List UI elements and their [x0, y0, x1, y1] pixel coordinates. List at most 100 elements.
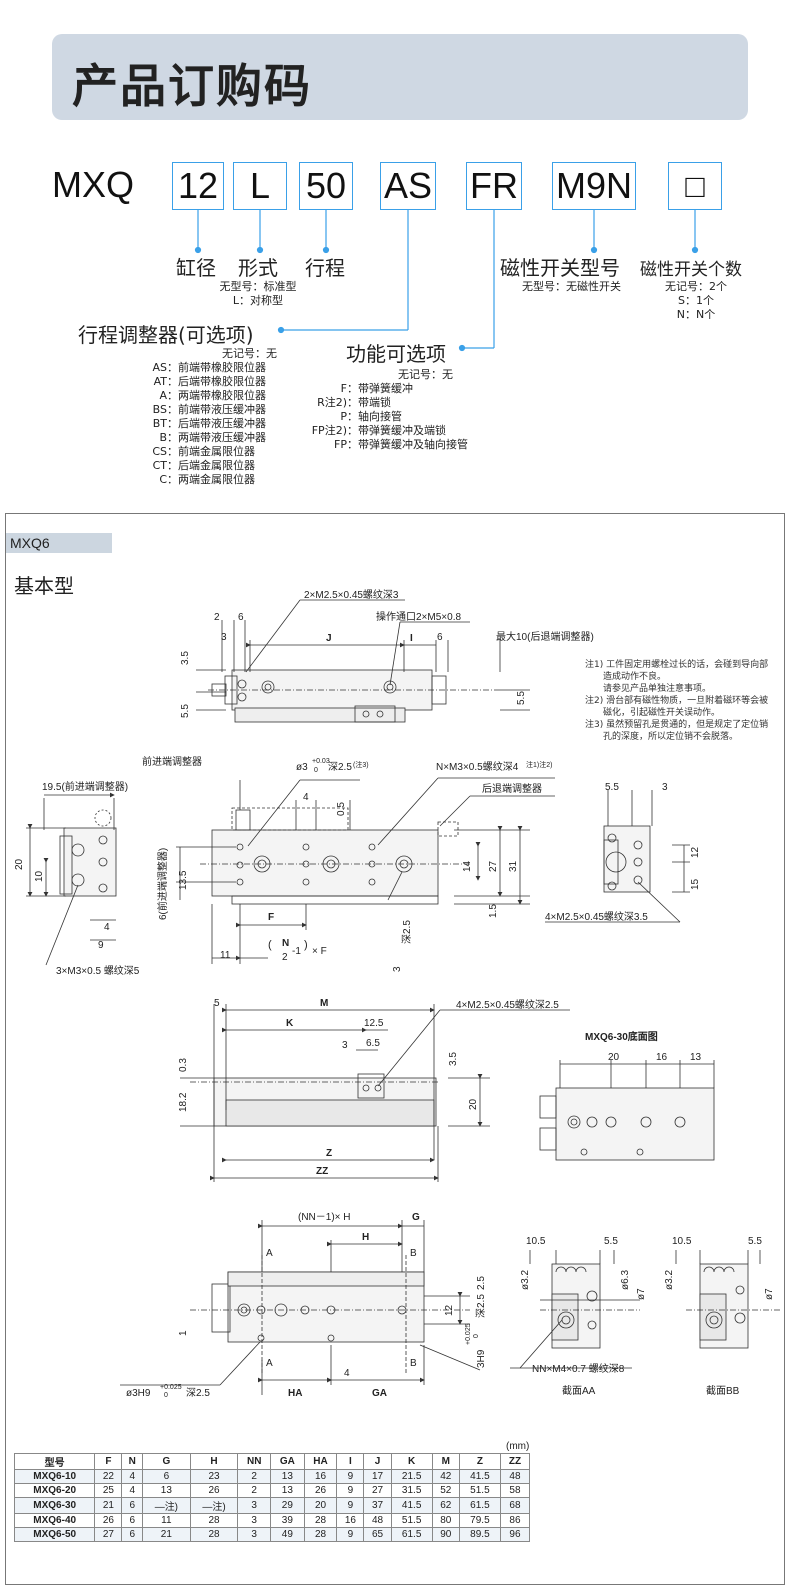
svg-text:5.5: 5.5 — [604, 1236, 618, 1247]
svg-text:+0.025: +0.025 — [465, 1323, 472, 1345]
code-box-switch-model: M9N — [552, 162, 636, 210]
code-box-function: FR — [466, 162, 522, 210]
code-box-bore: 12 — [172, 162, 224, 210]
drawing-frame — [5, 513, 785, 1585]
svg-text:5.5: 5.5 — [748, 1236, 762, 1247]
svg-text:4: 4 — [104, 922, 110, 933]
callout-nn-thread: NN×M4×0.7 螺纹深8 — [532, 1362, 625, 1375]
svg-text:0: 0 — [473, 1334, 480, 1338]
callout-side-thread: 3×M3×0.5 螺纹深5 — [56, 964, 140, 977]
svg-text:(注3): (注3) — [353, 760, 369, 769]
svg-text:3.5: 3.5 — [180, 651, 191, 665]
svg-text:4: 4 — [344, 1368, 350, 1379]
callout-pin: ø3 — [296, 762, 308, 773]
svg-text:(: ( — [268, 939, 272, 951]
svg-text:Z: Z — [326, 1148, 332, 1159]
svg-text:GA: GA — [372, 1388, 387, 1399]
svg-text:I: I — [410, 633, 413, 644]
svg-text:深2.5: 深2.5 — [186, 1387, 210, 1399]
svg-text:M: M — [320, 998, 328, 1009]
section-tag: MXQ6 — [6, 533, 112, 553]
svg-text:5.5: 5.5 — [180, 704, 191, 718]
svg-text:深2.5: 深2.5 — [328, 761, 352, 773]
drawing-notes: 注1) 工件固定用螺栓过长的话，会碰到导向部 造成动作不良。 请参见产品单独注意… — [585, 660, 769, 742]
svg-text:6: 6 — [238, 612, 244, 623]
function-notes: 无记号：无 F：带弹簧缓冲 R注2)：带端锁 P：轴向接管 FP注2)：带弹簧缓… — [311, 368, 468, 451]
svg-text:11: 11 — [220, 950, 231, 961]
svg-text:+0.03: +0.03 — [312, 758, 330, 765]
table-unit: (mm) — [506, 1441, 530, 1452]
svg-text:HA: HA — [288, 1388, 302, 1399]
svg-text:深2.5: 深2.5 — [475, 1294, 487, 1318]
svg-text:注1)注2): 注1)注2) — [526, 760, 552, 769]
callout-pin-h9-right: 3H9 — [476, 1349, 487, 1368]
svg-text:20: 20 — [14, 858, 25, 870]
svg-text:ø3.2: ø3.2 — [664, 1270, 675, 1290]
svg-text:10.5: 10.5 — [672, 1236, 692, 1247]
svg-text:13.5: 13.5 — [178, 870, 189, 890]
switch-count-notes: 无记号：2个 S：1个 N：N个 — [665, 280, 727, 321]
callout-port: 操作通口2×M5×0.8 — [376, 610, 461, 623]
svg-text:5.5: 5.5 — [605, 782, 619, 793]
svg-text:ø7: ø7 — [636, 1288, 647, 1300]
svg-text:ZZ: ZZ — [316, 1166, 328, 1177]
svg-text:3: 3 — [342, 1040, 348, 1051]
stroke-adjuster-notes: 无记号：无 AS：前端带橡胶限位器 AT：后端带橡胶限位器 A：两端带橡胶限位器… — [152, 347, 277, 486]
code-box-type: L — [233, 162, 287, 210]
svg-text:1: 1 — [178, 1330, 189, 1336]
formula-nn: (NN－1)× H — [298, 1212, 351, 1223]
section-bb-label: 截面BB — [706, 1384, 740, 1397]
label-switch-model: 磁性开关型号 — [500, 256, 620, 280]
label-bore: 缸径 — [176, 256, 216, 280]
svg-text:+0.025: +0.025 — [160, 1384, 182, 1391]
callout-pin-bottom: ø3H9 — [126, 1388, 151, 1399]
svg-text:9: 9 — [98, 940, 104, 951]
svg-text:2.5: 2.5 — [476, 1276, 487, 1290]
svg-text:K: K — [286, 1018, 294, 1029]
svg-text:20: 20 — [608, 1052, 620, 1063]
svg-text:0.5: 0.5 — [336, 802, 347, 816]
svg-text:13: 13 — [690, 1052, 702, 1063]
svg-text:A: A — [266, 1358, 273, 1369]
page-title: 产品订购码 — [72, 59, 312, 113]
svg-text:2: 2 — [214, 612, 220, 623]
header-banner — [52, 34, 748, 120]
svg-text:12.5: 12.5 — [364, 1018, 384, 1029]
svg-text:5.5: 5.5 — [516, 691, 527, 705]
svg-text:× F: × F — [312, 946, 327, 957]
code-box-stroke: 50 — [299, 162, 353, 210]
callout-thread-top: 2×M2.5×0.45螺纹深3 — [304, 588, 399, 601]
svg-text:ø6.3: ø6.3 — [620, 1270, 631, 1290]
svg-text:G: G — [412, 1212, 420, 1223]
callout-front-adj-dim: 19.5(前进端调整器) — [42, 780, 128, 793]
svg-text:): ) — [304, 939, 308, 951]
svg-text:ø3.2: ø3.2 — [520, 1270, 531, 1290]
svg-text:J: J — [326, 633, 332, 644]
svg-text:B: B — [410, 1358, 417, 1369]
svg-text:16: 16 — [656, 1052, 668, 1063]
label-switch-count: 磁性开关个数 — [640, 260, 742, 280]
svg-text:6.5: 6.5 — [366, 1038, 380, 1049]
type-notes: 无型号：标准型 L：对称型 — [219, 280, 297, 307]
svg-text:3: 3 — [662, 782, 668, 793]
svg-text:0: 0 — [164, 1392, 168, 1399]
order-code-prefix: MXQ — [52, 164, 135, 205]
svg-text:4: 4 — [303, 792, 309, 803]
label-stroke: 行程 — [305, 256, 345, 280]
svg-text:15: 15 — [690, 878, 701, 890]
svg-text:B: B — [410, 1248, 417, 1259]
svg-text:0: 0 — [314, 767, 318, 774]
section-title: 基本型 — [14, 574, 74, 598]
svg-text:3: 3 — [221, 632, 227, 643]
svg-text:N: N — [282, 938, 289, 949]
svg-text:F: F — [268, 912, 274, 923]
order-code-connectors — [194, 210, 699, 352]
svg-text:18.2: 18.2 — [178, 1092, 189, 1112]
section-aa-label: 截面AA — [562, 1384, 596, 1397]
